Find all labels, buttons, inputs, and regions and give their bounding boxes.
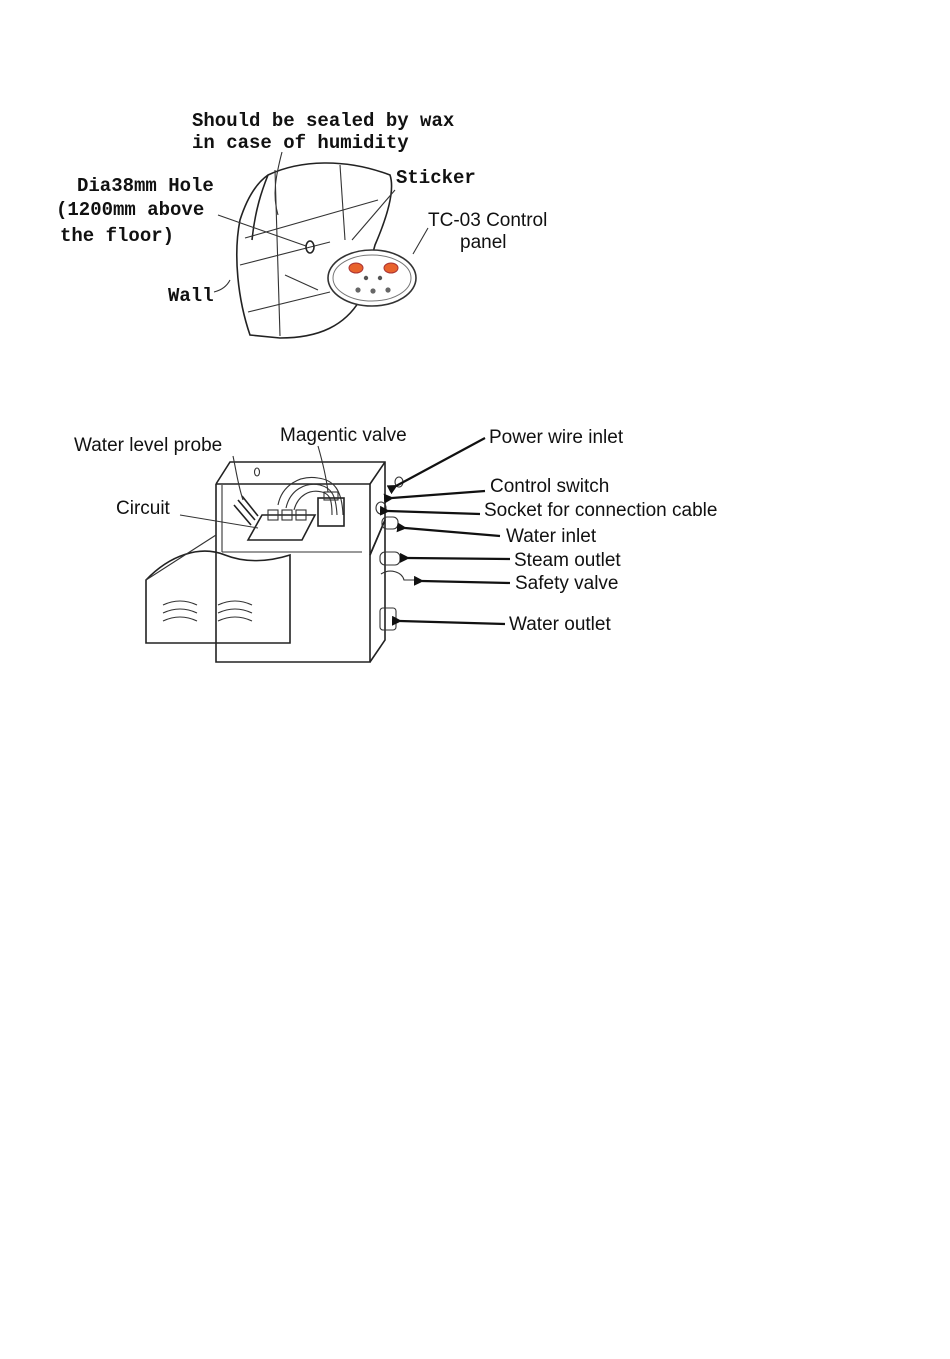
label-hole-line1: Dia38mm Hole	[77, 175, 214, 197]
label-wax-line1: Should be sealed by wax	[192, 110, 454, 132]
label-control-line2: panel	[460, 232, 507, 253]
label-control-line1: TC-03 Control	[428, 210, 547, 231]
label-steam-outlet: Steam outlet	[514, 550, 621, 571]
sticker-leader	[352, 190, 395, 240]
panel-button-left	[349, 263, 363, 273]
label-water-level-probe: Water level probe	[74, 435, 222, 456]
label-control-switch: Control switch	[490, 476, 609, 497]
generator-components-diagram: Water level probe Magentic valve Power w…	[74, 425, 717, 662]
panel-leader	[413, 228, 428, 254]
hole-leader	[218, 215, 306, 246]
wall-leader	[214, 280, 230, 292]
arrow-water-outlet	[400, 621, 505, 624]
label-safety-valve: Safety valve	[515, 573, 619, 594]
arrow-socket	[388, 511, 480, 514]
generator-box	[216, 462, 385, 662]
arrow-steam-outlet	[408, 558, 510, 559]
arrow-power-wire-inlet	[396, 438, 485, 486]
label-hole-line3: the floor)	[60, 225, 174, 247]
label-wax-line2: in case of humidity	[192, 132, 409, 154]
circuit-leader	[180, 515, 258, 528]
label-power-wire-inlet: Power wire inlet	[489, 427, 624, 448]
label-circuit: Circuit	[116, 498, 171, 519]
label-sticker: Sticker	[396, 167, 476, 189]
wax-leader	[275, 152, 282, 215]
arrow-water-inlet	[405, 528, 500, 536]
label-water-outlet: Water outlet	[509, 614, 611, 635]
side-fittings	[376, 477, 415, 630]
tc03-control-panel	[328, 250, 416, 306]
label-water-inlet: Water inlet	[506, 526, 597, 547]
label-wall: Wall	[168, 285, 214, 307]
arrow-safety-valve	[422, 581, 510, 583]
arrow-control-switch	[392, 491, 485, 498]
wall-tile-grid	[240, 165, 378, 336]
panel-button-right	[384, 263, 398, 273]
wall-mounting-diagram: Should be sealed by wax in case of humid…	[56, 110, 547, 338]
label-socket: Socket for connection cable	[484, 500, 717, 521]
label-hole-line2: (1200mm above	[56, 199, 204, 221]
front-cover-panel	[146, 535, 290, 643]
label-magnetic-valve: Magentic valve	[280, 425, 407, 446]
